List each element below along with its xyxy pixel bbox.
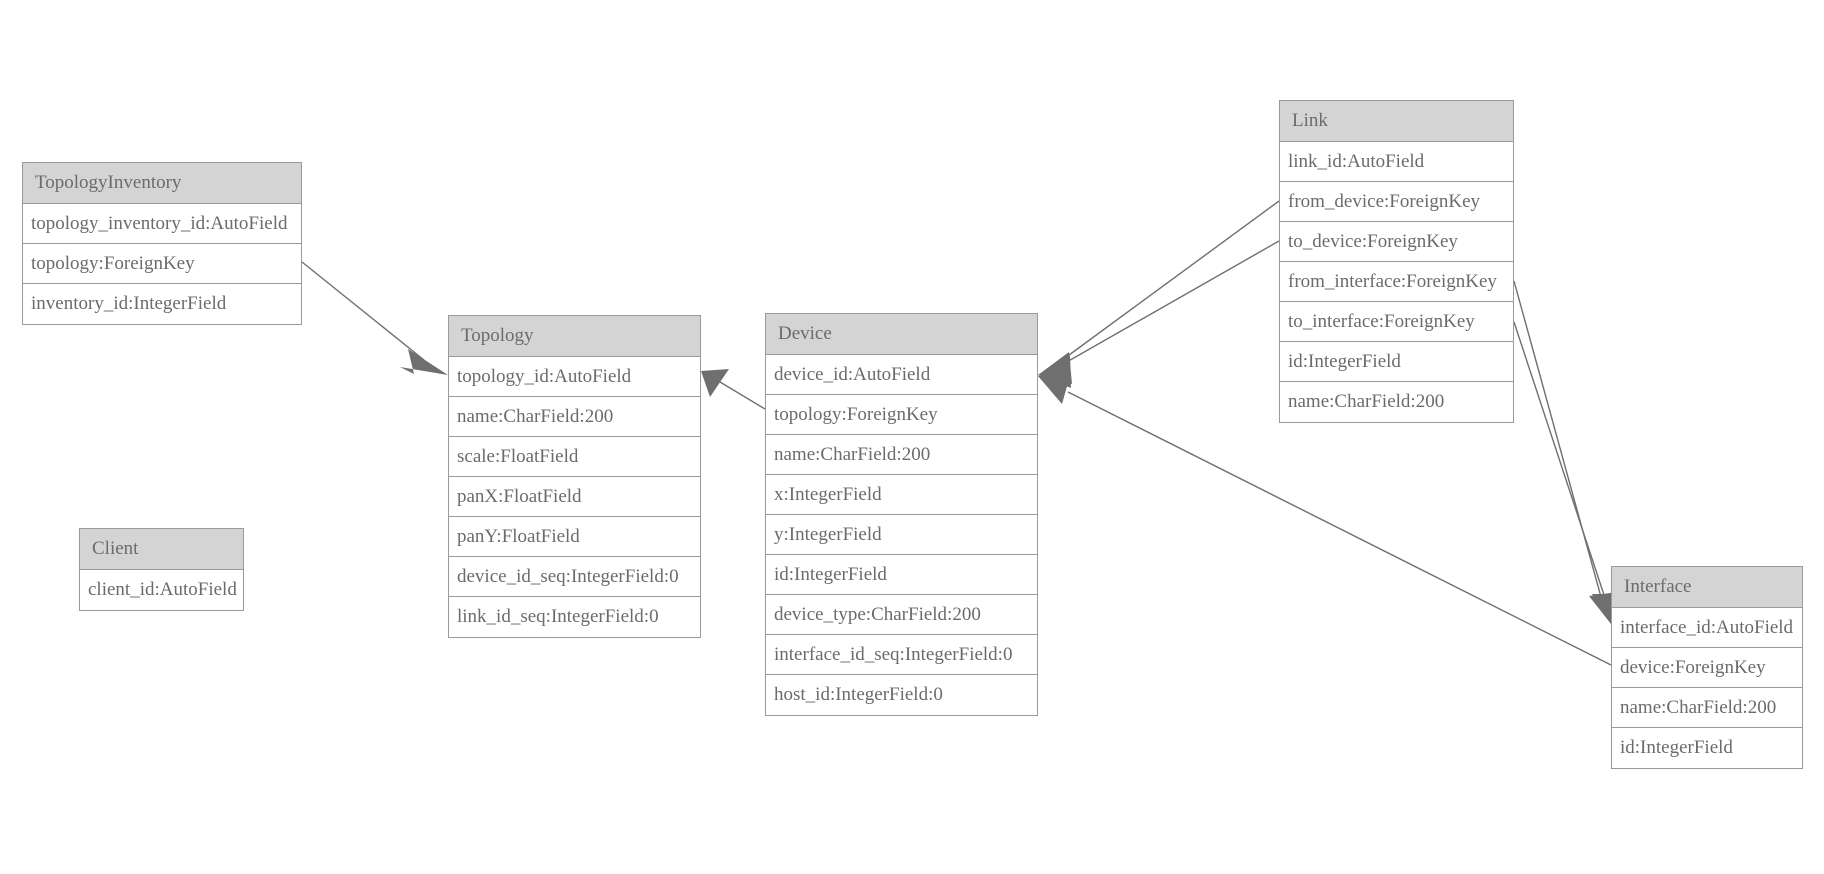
entity-field-row[interactable]: to_interface:ForeignKey [1280,302,1513,342]
entity-field-row[interactable]: topology_inventory_id:AutoField [23,204,301,244]
entity-field-row[interactable]: to_device:ForeignKey [1280,222,1513,262]
entity-field-row[interactable]: name:CharField:200 [1288,391,1445,412]
relation-link-to-device [1038,240,1280,388]
entity-field-row[interactable]: id:IntegerField [766,555,1037,595]
entity-topology[interactable]: Topology topology_id:AutoField name:Char… [448,315,701,638]
entity-field-row[interactable]: link_id:AutoField [1280,142,1513,182]
entity-link[interactable]: Link link_id:AutoField from_device:Forei… [1279,100,1514,423]
entity-field-row[interactable]: client_id:AutoField [88,579,237,600]
entity-field-row[interactable]: id:IntegerField [1280,342,1513,382]
entity-field-row[interactable]: device_id:AutoField [766,355,1037,395]
entity-field-row[interactable]: interface_id:AutoField [1612,608,1802,648]
entity-title: Device [766,314,1037,355]
entity-field-row[interactable]: topology:ForeignKey [23,244,301,284]
entity-title: Link [1280,101,1513,142]
entity-interface[interactable]: Interface interface_id:AutoField device:… [1611,566,1803,769]
entity-field-row[interactable]: name:CharField:200 [1612,688,1802,728]
entity-device[interactable]: Device device_id:AutoField topology:Fore… [765,313,1038,716]
entity-field-row[interactable]: panY:FloatField [449,517,700,557]
relation-link-from-device [1038,200,1280,384]
entity-field-row[interactable]: x:IntegerField [766,475,1037,515]
entity-field-row[interactable]: id:IntegerField [1620,737,1733,758]
entity-topology-inventory[interactable]: TopologyInventory topology_inventory_id:… [22,162,302,325]
entity-title: Interface [1612,567,1802,608]
entity-field-row[interactable]: topology_id:AutoField [449,357,700,397]
entity-field-row[interactable]: device_id_seq:IntegerField:0 [449,557,700,597]
entity-field-row[interactable]: scale:FloatField [449,437,700,477]
entity-field-row[interactable]: host_id:IntegerField:0 [774,684,943,705]
entity-field-row[interactable]: interface_id_seq:IntegerField:0 [766,635,1037,675]
entity-field-row[interactable]: name:CharField:200 [449,397,700,437]
relation-device-topology [701,369,766,410]
entity-field-row[interactable]: topology:ForeignKey [766,395,1037,435]
relation-link-to-interface [1513,321,1620,624]
relation-link-from-interface [1513,280,1617,624]
entity-field-row[interactable]: device_type:CharField:200 [766,595,1037,635]
entity-field-row[interactable]: from_interface:ForeignKey [1280,262,1513,302]
entity-field-row[interactable]: inventory_id:IntegerField [31,293,227,314]
relation-topologyinventory-topology [301,261,448,375]
entity-field-row[interactable]: panX:FloatField [449,477,700,517]
entity-field-row[interactable]: from_device:ForeignKey [1280,182,1513,222]
entity-title: TopologyInventory [23,163,301,204]
entity-field-row[interactable]: name:CharField:200 [766,435,1037,475]
entity-field-row[interactable]: device:ForeignKey [1612,648,1802,688]
entity-title: Topology [449,316,700,357]
entity-field-row[interactable]: link_id_seq:IntegerField:0 [457,606,659,627]
entity-client[interactable]: Client client_id:AutoField [79,528,244,611]
entity-title: Client [80,529,243,570]
entity-field-row[interactable]: y:IntegerField [766,515,1037,555]
